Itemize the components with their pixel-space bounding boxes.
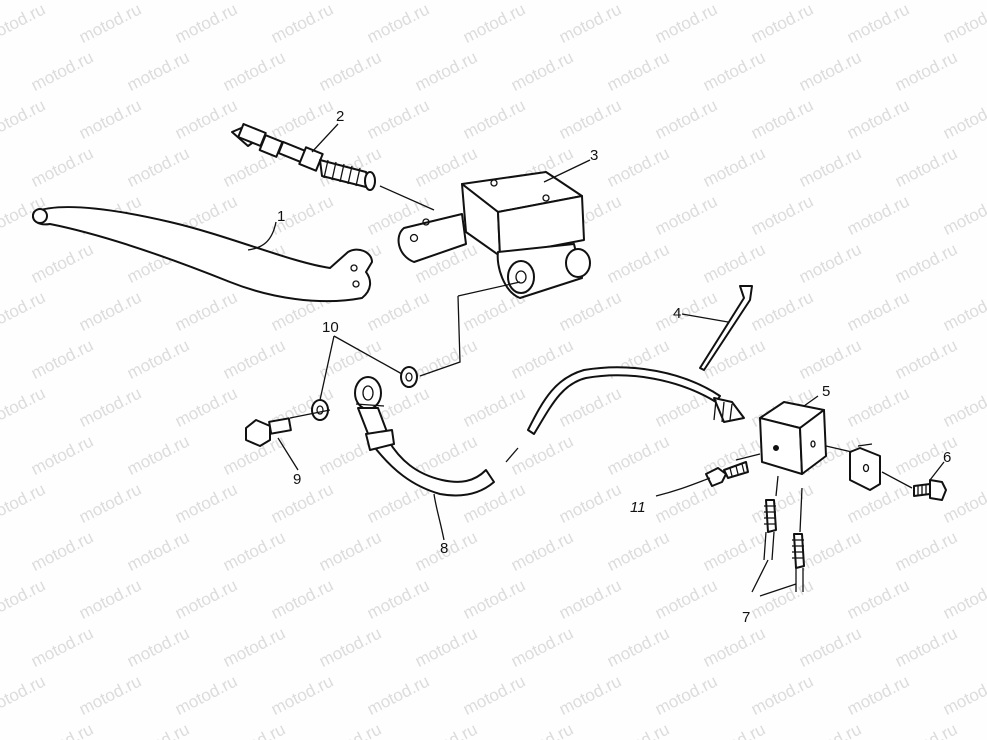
washers <box>311 366 418 421</box>
callout-3: 3 <box>590 147 598 164</box>
leader-lines <box>247 123 945 597</box>
steel-brake-line <box>505 366 745 463</box>
piston-assembly <box>231 123 376 191</box>
callout-labels: 1 2 3 4 5 6 7 8 9 10 11 <box>277 108 951 626</box>
callout-1: 1 <box>277 208 285 225</box>
callout-6: 6 <box>943 449 951 466</box>
master-cylinder <box>397 171 591 299</box>
callout-7: 7 <box>742 609 750 626</box>
brake-lines <box>763 499 805 592</box>
bleeder-valve <box>705 461 749 487</box>
callout-5: 5 <box>822 383 830 400</box>
callout-11: 11 <box>630 499 646 516</box>
callout-8: 8 <box>440 540 448 557</box>
junction-block <box>759 401 881 491</box>
brake-lever <box>32 206 373 303</box>
callout-2: 2 <box>336 108 344 125</box>
callout-9: 9 <box>293 471 301 488</box>
cable-tie <box>699 285 753 371</box>
banjo-bolt <box>245 417 292 447</box>
brake-hose <box>354 376 495 497</box>
callout-10: 10 <box>322 319 339 336</box>
callout-4: 4 <box>673 305 681 322</box>
mounting-bolt <box>913 479 947 501</box>
